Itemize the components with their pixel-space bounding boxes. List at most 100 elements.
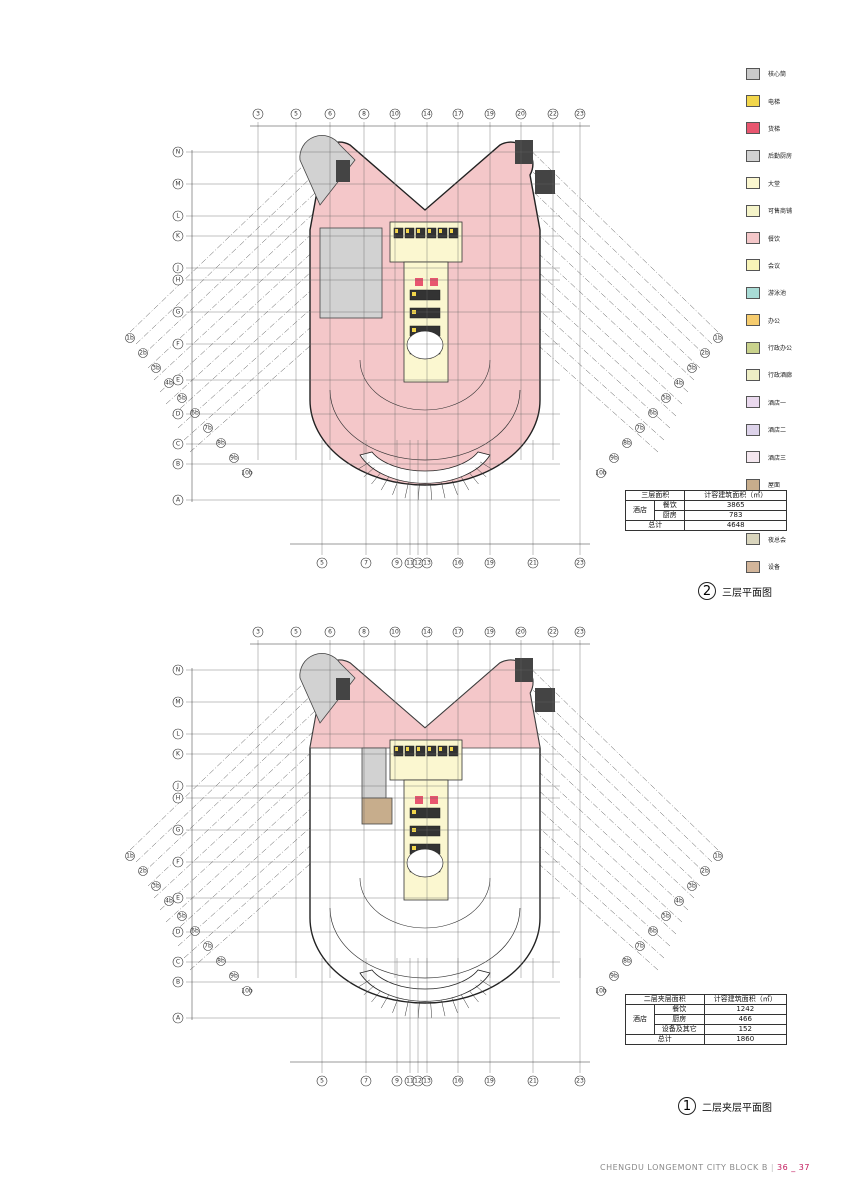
axis-bubble (674, 378, 684, 388)
elevator-shaft (404, 745, 415, 757)
axis-bubble (172, 374, 184, 386)
table-row-value: 466 (703, 1014, 787, 1025)
axis-bubble (389, 108, 401, 120)
table-row-label: 厨房 (654, 1014, 705, 1025)
stair-tread (404, 482, 409, 499)
legend-swatch (746, 177, 760, 190)
axis-label: 5 (320, 1078, 324, 1085)
axis-bubble (172, 728, 184, 740)
axis-bubble (527, 557, 539, 569)
legend-swatch (746, 533, 760, 546)
axis-bubble (172, 210, 184, 222)
axis-bubble (316, 1075, 328, 1087)
stair-tread (358, 461, 370, 470)
construction-line (159, 707, 381, 911)
interior-arc (359, 359, 491, 411)
legend-label: 核心筒 (768, 71, 787, 79)
axis-label: 22 (549, 111, 557, 118)
roof-area (361, 797, 393, 825)
construction-line (141, 677, 351, 875)
axis-bubble (164, 378, 174, 388)
legend-item: 行政办公 (746, 334, 836, 361)
stair-tread (358, 979, 370, 988)
elevator-mark (439, 747, 442, 751)
axis-label: J (176, 783, 179, 790)
stair-tread (461, 994, 470, 1009)
table-total-label: 总计 (624, 520, 686, 531)
axis-label: K (176, 233, 181, 240)
axis-label: K (176, 751, 181, 758)
legend-item: 游泳池 (746, 279, 836, 306)
elevator-shaft (415, 745, 426, 757)
axis-label: 8b (623, 440, 631, 447)
axis-label: 11 (406, 560, 414, 567)
axis-bubble (484, 557, 496, 569)
axis-label: 7b (636, 943, 644, 950)
table-header-area: 三层面积 (624, 490, 686, 501)
construction-line (519, 657, 719, 851)
axis-label: 17 (454, 629, 462, 636)
axis-label: 10b (241, 470, 253, 477)
elevator-mark (417, 747, 420, 751)
kitchen-area (361, 747, 387, 799)
axis-bubble (172, 408, 184, 420)
table-header-area: 二层夹层面积 (625, 994, 705, 1005)
axis-bubble (172, 338, 184, 350)
axis-label: 8b (217, 958, 225, 965)
axis-bubble (151, 881, 161, 891)
axis-label: 13 (423, 1078, 431, 1085)
legend-swatch (746, 286, 760, 299)
axis-bubble (290, 108, 302, 120)
color-legend: 核心筒电梯货梯后勤厨房大堂可售商铺餐饮会议游泳池办公行政办公行政酒廊酒店一酒店二… (746, 60, 836, 580)
axis-bubble (172, 146, 184, 158)
legend-item: 酒店二 (746, 416, 836, 443)
construction-line (129, 657, 331, 851)
elevator-mark (450, 747, 453, 751)
freight-elevator (430, 278, 438, 286)
stair-core (409, 289, 441, 301)
axis-bubble (635, 941, 645, 951)
wing-core (336, 160, 350, 182)
axis-bubble (172, 696, 184, 708)
legend-swatch (746, 149, 760, 162)
axis-bubble (172, 748, 184, 760)
axis-label: E (176, 895, 180, 902)
drawing-number: 1 (678, 1097, 696, 1115)
axis-bubble (484, 1075, 496, 1087)
axis-label: B (176, 461, 180, 468)
interior-arc (359, 877, 491, 929)
legend-item: 行政酒廊 (746, 361, 836, 388)
legend-swatch (746, 259, 760, 272)
axis-bubble (138, 348, 148, 358)
axis-label: 6 (328, 111, 332, 118)
axis-bubble (674, 896, 684, 906)
axis-bubble (452, 557, 464, 569)
axis-label: 2b (139, 868, 147, 875)
axis-bubble (172, 178, 184, 190)
table-row-label: 餐饮 (653, 500, 686, 511)
freight-elevator (415, 278, 423, 286)
stair-tread (430, 483, 433, 500)
axis-label: 6b (649, 928, 657, 935)
axis-label: 9b (230, 973, 238, 980)
axis-label: H (176, 795, 181, 802)
legend-label: 会议 (768, 262, 781, 270)
axis-bubble (172, 494, 184, 506)
construction-line (147, 169, 361, 369)
legend-item: 夜总会 (746, 526, 836, 553)
elevator-mark (428, 229, 431, 233)
axis-bubble (421, 626, 433, 638)
axis-label: 9 (395, 1078, 399, 1085)
axis-label: 6b (191, 410, 199, 417)
axis-bubble (172, 780, 184, 792)
legend-swatch (746, 122, 760, 135)
axis-label: 8b (623, 958, 631, 965)
legend-swatch (746, 204, 760, 217)
elevator-mark (406, 747, 409, 751)
stair-tread (475, 985, 487, 996)
table-group-hotel: 酒店 (625, 1004, 655, 1035)
axis-label: 10b (595, 470, 607, 477)
axis-label: 23 (576, 1078, 584, 1085)
axis-bubble (687, 363, 697, 373)
construction-line (429, 747, 665, 959)
